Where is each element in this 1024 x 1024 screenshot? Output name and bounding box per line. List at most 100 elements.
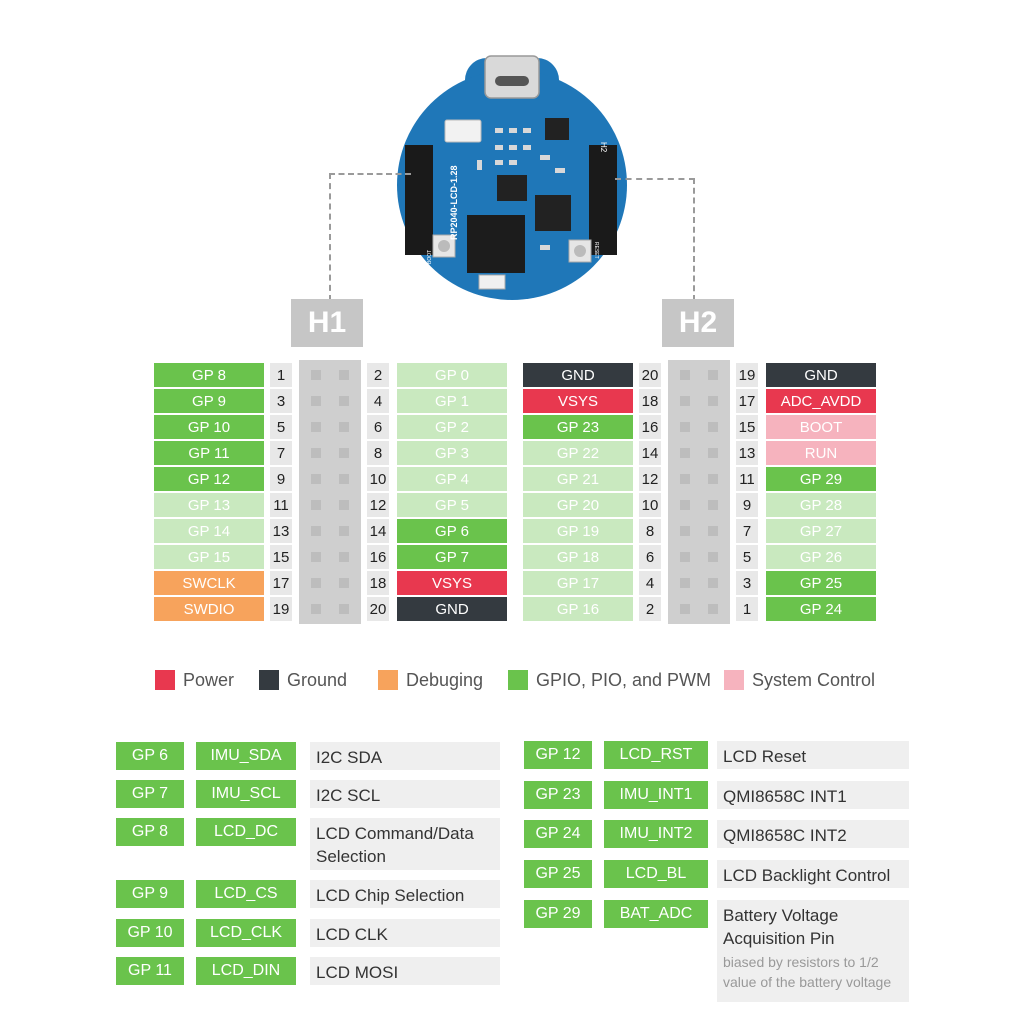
- h1-pin-number: 6: [367, 415, 389, 439]
- h2-header-hole: [708, 396, 718, 406]
- legend-label: GPIO, PIO, and PWM: [536, 669, 712, 690]
- h2-pin-label: GP 20: [523, 493, 633, 517]
- board-silk-reset: RESET: [593, 242, 599, 259]
- h1-header-hole: [339, 370, 349, 380]
- h2-header-hole: [708, 370, 718, 380]
- h1-header-hole: [311, 604, 321, 614]
- h1-pin-label: GP 8: [154, 363, 264, 387]
- h2-header-icon: [589, 145, 617, 255]
- h2-pin-number: 4: [639, 571, 661, 595]
- func-description-text: I2C SDA: [316, 748, 383, 767]
- h2-header-hole: [680, 604, 690, 614]
- h2-pin-number: 12: [639, 467, 661, 491]
- h2-pin-number: 13: [736, 441, 758, 465]
- h1-pin-number: 4: [367, 389, 389, 413]
- legend-item: Power: [155, 669, 234, 691]
- func-signal-tag: LCD_CS: [196, 880, 296, 908]
- h1-pin-label: GP 4: [397, 467, 507, 491]
- h1-pin-label: GP 0: [397, 363, 507, 387]
- h2-pin-label: GP 24: [766, 597, 876, 621]
- h1-pin-number: 9: [270, 467, 292, 491]
- h1-pin-number: 3: [270, 389, 292, 413]
- h2-header-hole: [708, 474, 718, 484]
- h2-connector-line: [615, 178, 695, 301]
- h1-pin-number: 7: [270, 441, 292, 465]
- h2-pin-label: GP 23: [523, 415, 633, 439]
- legend-item: GPIO, PIO, and PWM: [508, 669, 711, 691]
- h2-pin-label: GP 16: [523, 597, 633, 621]
- h1-header-hole: [311, 422, 321, 432]
- h2-pin-number: 10: [639, 493, 661, 517]
- h1-pin-label: GP 12: [154, 467, 264, 491]
- h2-header-hole: [680, 422, 690, 432]
- h2-pin-label: GP 25: [766, 571, 876, 595]
- h2-pin-number: 7: [736, 519, 758, 543]
- h2-header-hole: [680, 370, 690, 380]
- h1-pin-label: GP 13: [154, 493, 264, 517]
- func-signal-tag: BAT_ADC: [604, 900, 708, 928]
- func-gpio-tag: GP 23: [524, 781, 592, 809]
- func-description: LCD Chip Selection: [310, 880, 500, 908]
- h2-header-hole: [680, 396, 690, 406]
- h1-header-hole: [311, 526, 321, 536]
- h1-pin-number: 13: [270, 519, 292, 543]
- board-image: RP2040-LCD-1.28 H1 H2 BOOT RESET: [396, 55, 627, 300]
- func-description-text: I2C SCL: [316, 786, 381, 805]
- board-silk-text: RP2040-LCD-1.28: [449, 165, 459, 240]
- h1-pin-number: 15: [270, 545, 292, 569]
- func-description: LCD Backlight Control: [717, 860, 909, 888]
- h2-header-hole: [708, 578, 718, 588]
- legend-item: Ground: [259, 669, 347, 691]
- func-signal-tag: IMU_INT2: [604, 820, 708, 848]
- legend-item: System Control: [724, 669, 875, 691]
- func-description-text: LCD Chip Selection: [316, 886, 465, 905]
- h1-pin-number: 14: [367, 519, 389, 543]
- func-signal-tag: IMU_INT1: [604, 781, 708, 809]
- func-gpio-tag: GP 11: [116, 957, 184, 985]
- h2-header-hole: [680, 448, 690, 458]
- h2-header-hole: [708, 604, 718, 614]
- h1-pin-number: 11: [270, 493, 292, 517]
- h2-pin-number: 1: [736, 597, 758, 621]
- h1-pin-label: GP 3: [397, 441, 507, 465]
- func-description-text: QMI8658C INT1: [723, 787, 847, 806]
- h1-pin-number: 16: [367, 545, 389, 569]
- h1-pin-number: 1: [270, 363, 292, 387]
- h2-pin-label: GP 26: [766, 545, 876, 569]
- h2-pin-label: BOOT: [766, 415, 876, 439]
- func-description-text: Battery Voltage Acquisition Pin: [723, 906, 839, 948]
- h1-header-hole: [339, 422, 349, 432]
- h2-pin-label: RUN: [766, 441, 876, 465]
- h1-header-hole: [339, 500, 349, 510]
- func-gpio-tag: GP 6: [116, 742, 184, 770]
- h1-pin-label: SWDIO: [154, 597, 264, 621]
- h1-pin-label: GP 1: [397, 389, 507, 413]
- h2-header-hole: [680, 578, 690, 588]
- func-description: QMI8658C INT2: [717, 820, 909, 848]
- h2-pin-label: ADC_AVDD: [766, 389, 876, 413]
- h1-pin-number: 12: [367, 493, 389, 517]
- reset-button-icon: [568, 239, 592, 263]
- mcu-chip-icon: [467, 215, 525, 273]
- func-description: I2C SDA: [310, 742, 500, 770]
- h1-pin-number: 18: [367, 571, 389, 595]
- h1-header-hole: [339, 552, 349, 562]
- board-silk-h2: H2: [599, 142, 608, 153]
- func-description-text: LCD Reset: [723, 747, 807, 766]
- func-signal-tag: LCD_DC: [196, 818, 296, 846]
- h1-header-hole: [311, 474, 321, 484]
- h1-header-hole: [311, 370, 321, 380]
- legend-swatch-debug: [378, 670, 398, 690]
- h1-header-hole: [339, 474, 349, 484]
- h1-header-hole: [311, 578, 321, 588]
- func-signal-tag: IMU_SDA: [196, 742, 296, 770]
- func-gpio-tag: GP 29: [524, 900, 592, 928]
- h2-pin-number: 15: [736, 415, 758, 439]
- board-silk-boot: BOOT: [427, 250, 433, 264]
- h2-pin-label: GP 29: [766, 467, 876, 491]
- h1-pin-number: 8: [367, 441, 389, 465]
- func-gpio-tag: GP 25: [524, 860, 592, 888]
- h2-pin-number: 3: [736, 571, 758, 595]
- legend-label: Debuging: [406, 669, 484, 690]
